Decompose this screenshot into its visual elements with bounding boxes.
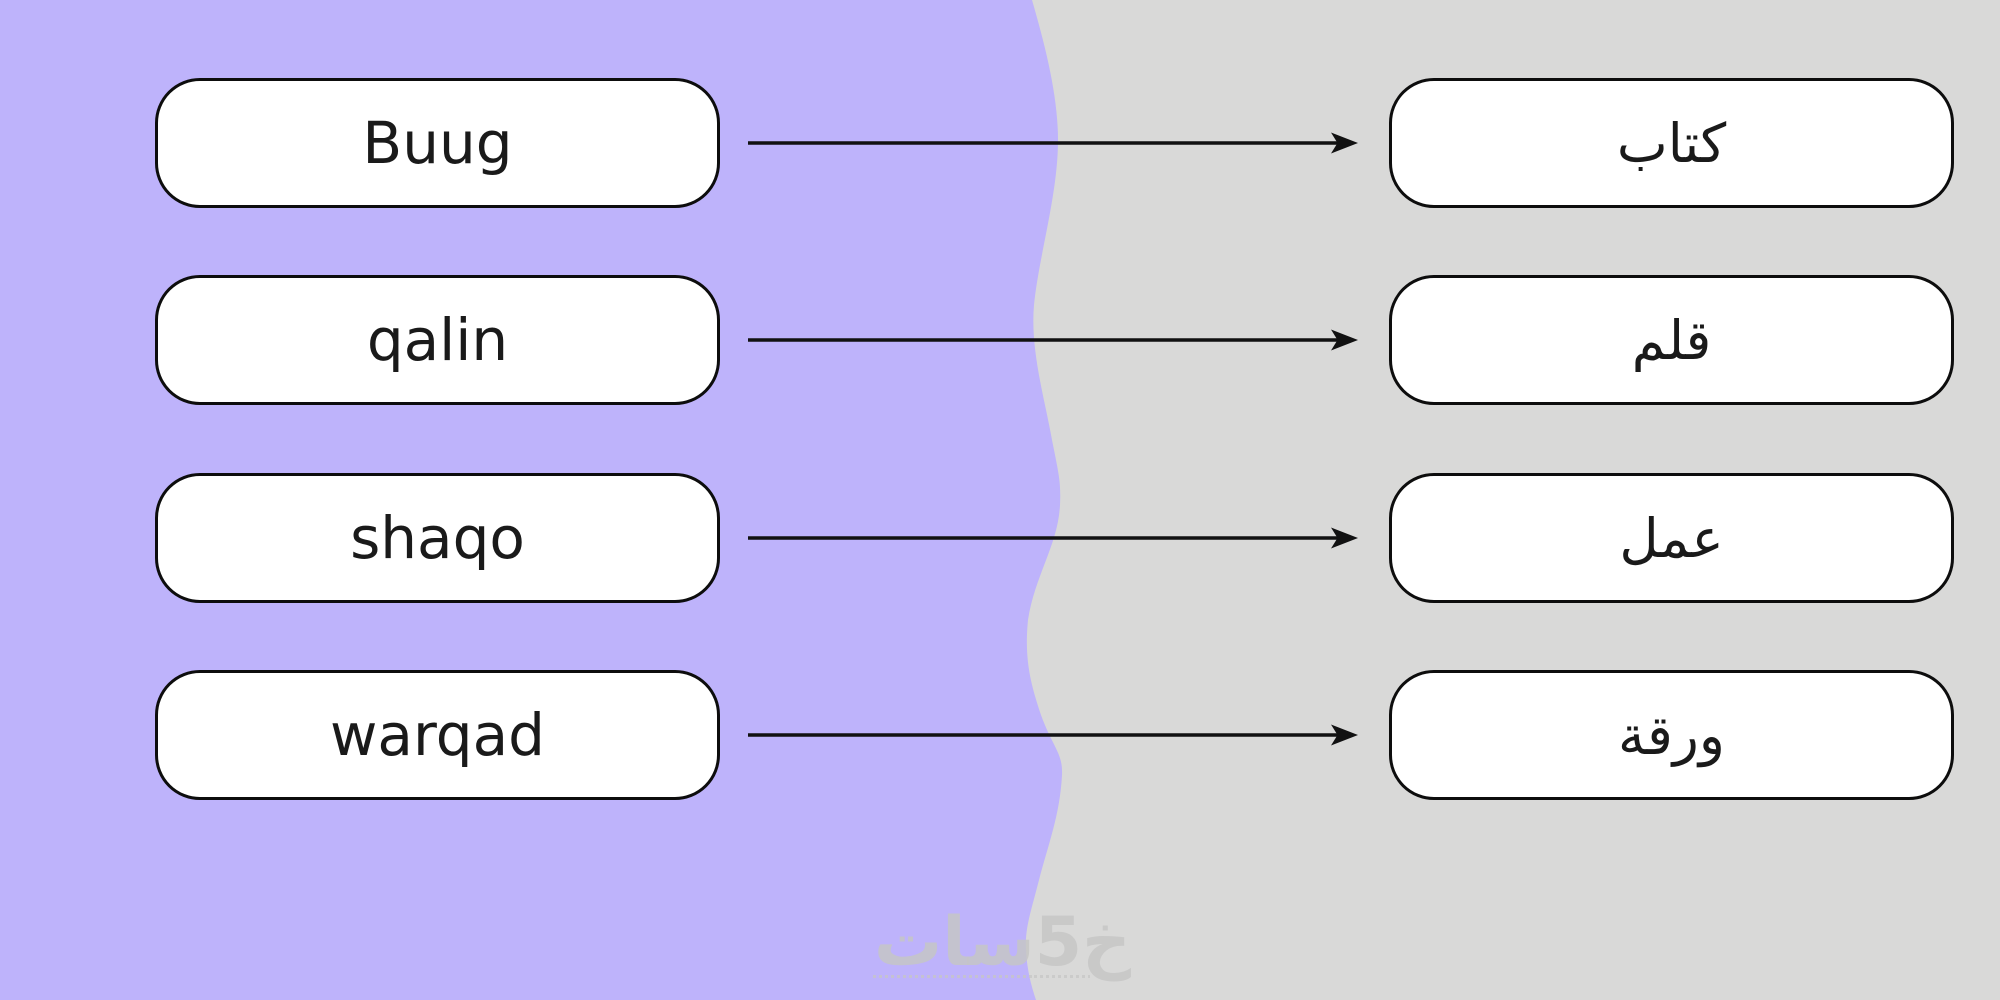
left-word-label: qalin — [366, 306, 509, 374]
watermark-text: خ5سات — [873, 903, 1132, 982]
right-word-label: كتاب — [1616, 111, 1727, 175]
right-word-label: قلم — [1631, 308, 1712, 372]
left-word-label: warqad — [330, 701, 545, 769]
left-word-box-qalin[interactable]: qalin — [155, 275, 720, 405]
match-arrow-3 — [748, 527, 1358, 549]
left-word-box-shaqo[interactable]: shaqo — [155, 473, 720, 603]
left-word-box-warqad[interactable]: warqad — [155, 670, 720, 800]
right-word-box-amal[interactable]: عمل — [1389, 473, 1954, 603]
match-arrow-2 — [748, 329, 1358, 351]
right-word-box-waraqa[interactable]: ورقة — [1389, 670, 1954, 800]
right-word-label: ورقة — [1618, 703, 1725, 767]
left-word-label: shaqo — [350, 504, 525, 572]
match-arrow-4 — [748, 724, 1358, 746]
match-arrow-1 — [748, 132, 1358, 154]
right-word-label: عمل — [1619, 506, 1724, 570]
right-word-box-qalam[interactable]: قلم — [1389, 275, 1954, 405]
watermark: خ5سات — [855, 903, 1150, 982]
right-word-box-kitab[interactable]: كتاب — [1389, 78, 1954, 208]
left-word-box-buug[interactable]: Buug — [155, 78, 720, 208]
left-word-label: Buug — [362, 109, 513, 177]
